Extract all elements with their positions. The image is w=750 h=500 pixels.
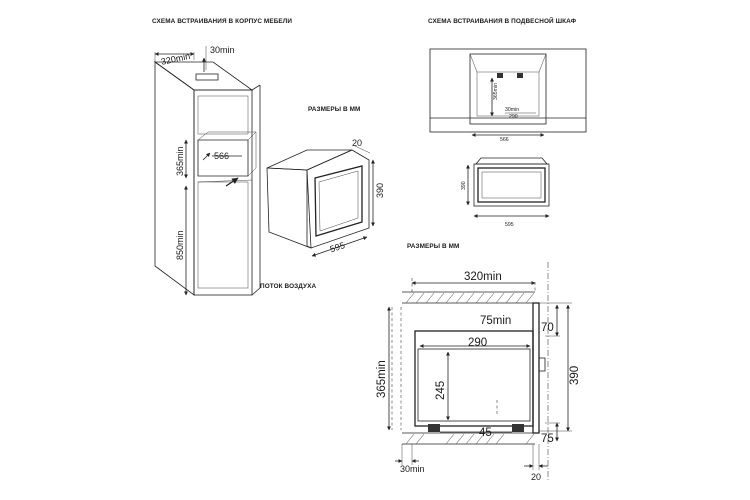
oven-top bbox=[266, 149, 353, 171]
dim-wall-niche-height: 365min bbox=[493, 83, 499, 100]
airflow-bottom-arrow bbox=[225, 177, 239, 187]
header-furniture-scheme: СХЕМА ВСТРАИВАНИЯ В КОРПУС МЕБЕЛИ bbox=[152, 18, 292, 25]
section-drawing: 320min 75min 290 245 45 365min 70 75 390… bbox=[376, 262, 581, 482]
dim-front-height: 390 bbox=[461, 181, 467, 190]
top-hatch bbox=[405, 292, 535, 304]
oven-isometric-drawing: 20 390 595 bbox=[266, 138, 385, 257]
wall-cabinet-drawing: 365min 30min 290 566 bbox=[429, 48, 587, 143]
bottom-hatch bbox=[405, 433, 535, 445]
dim-section-bottom-offset: 75 bbox=[541, 433, 554, 445]
furniture-cabinet-drawing: 320min 30min 566 365min 850min bbox=[153, 45, 261, 296]
oven-door bbox=[314, 165, 363, 237]
dim-section-inner-height: 245 bbox=[435, 381, 447, 400]
dim-cabinet-niche-width: 566 bbox=[214, 151, 229, 161]
dim-section-total-height: 390 bbox=[569, 366, 581, 385]
dim-wall-depth: 290 bbox=[509, 114, 518, 120]
dim-section-top-offset: 70 bbox=[541, 322, 554, 334]
header-sizes-mm-1: РАЗМЕРЫ В ММ bbox=[308, 106, 360, 113]
dim-oven-depth: 20 bbox=[352, 138, 362, 148]
dim-cabinet-top-gap: 30min bbox=[210, 45, 235, 55]
dim-section-rear-gap: 75min bbox=[480, 315, 511, 327]
cabinet-front bbox=[193, 89, 253, 296]
dim-cabinet-depth: 320min bbox=[160, 51, 191, 67]
dim-front-width: 595 bbox=[505, 222, 514, 228]
oven-side bbox=[266, 167, 312, 249]
dim-section-depth-min: 320min bbox=[464, 271, 502, 283]
dim-section-foot-gap: 45 bbox=[479, 427, 492, 439]
dim-oven-height: 390 bbox=[375, 183, 385, 198]
oven-front-view: 390 595 bbox=[461, 157, 550, 228]
wall-cabinet-outer bbox=[429, 48, 587, 133]
header-wall-cabinet-scheme: СХЕМА ВСТРАИВАНИЯ В ПОДВЕСНОЙ ШКАФ bbox=[428, 16, 577, 25]
dim-wall-width: 566 bbox=[500, 137, 509, 143]
dim-section-front-thickness: 20 bbox=[531, 472, 541, 482]
dim-section-inner-depth: 290 bbox=[468, 337, 487, 349]
dim-cabinet-base-height: 850min bbox=[175, 230, 185, 260]
dim-wall-top-gap: 30min bbox=[505, 107, 519, 113]
front-view-top bbox=[475, 157, 548, 165]
header-sizes-mm-2: РАЗМЕРЫ В ММ bbox=[407, 243, 459, 250]
cabinet-top bbox=[153, 61, 254, 91]
dim-cabinet-niche-height: 365min bbox=[175, 146, 185, 176]
wall-cabinet-niche bbox=[469, 53, 547, 125]
dim-section-niche-height: 365min bbox=[376, 360, 388, 398]
dim-oven-width: 595 bbox=[329, 240, 346, 254]
dim-section-bottom-gap: 30min bbox=[400, 464, 425, 474]
section-oven-door bbox=[532, 302, 540, 434]
header-airflow: ПОТОК ВОЗДУХА bbox=[260, 283, 316, 290]
